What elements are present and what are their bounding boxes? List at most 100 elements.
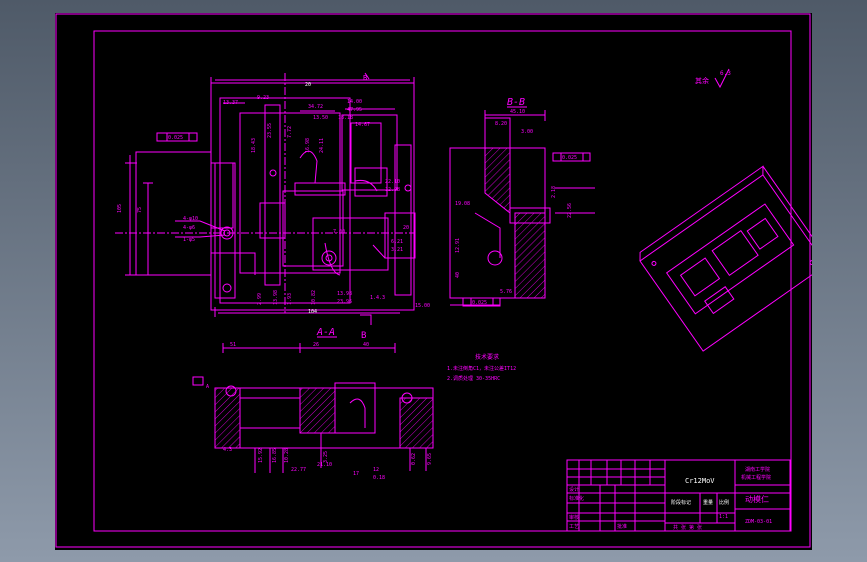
dim-label: 20 [403, 225, 409, 231]
title-process-label: 工艺 [569, 524, 579, 530]
dim-label: 8.20 [495, 121, 507, 127]
dim-label: 9.23 [257, 95, 269, 101]
dim-label: 23.55 [267, 123, 273, 138]
dim-label: 9.65 [427, 453, 433, 465]
svg-text:其余: 其余 [695, 76, 709, 85]
section-marker: B [363, 74, 367, 82]
dim-label: 104 [308, 309, 317, 315]
dim-label: 51 [230, 342, 236, 348]
callout-label: 4-φ10 [183, 216, 198, 222]
section-marker: B [361, 331, 366, 341]
tolerance-frame: 0.025 [552, 152, 591, 162]
dim-label: 2.99 [257, 293, 263, 305]
notes-line: 2.调质处理 30-35HRC [447, 375, 500, 382]
dim-label: 3.00 [521, 129, 533, 135]
title-department: 机械工程学院 [741, 474, 771, 481]
dim-label: 13.37 [223, 100, 238, 106]
dim-label: 1.93 [287, 293, 293, 305]
notes-title: 技术要求 [475, 353, 499, 361]
dim-label: 5.76 [500, 289, 512, 295]
dim-label: 24.11 [319, 138, 325, 153]
dim-label: 19.08 [455, 201, 470, 207]
title-designer-label: 设计 [569, 486, 579, 493]
notes-line: 1.未注倒角C1，未注公差IT12 [447, 365, 516, 372]
dim-label: 7.00 [333, 229, 345, 235]
isometric-view [639, 165, 827, 352]
dim-label: 16.98 [305, 138, 311, 153]
svg-text:0.025: 0.025 [168, 135, 183, 141]
dim-label: 105 [117, 204, 123, 213]
title-material: Cr12MoV [685, 477, 715, 485]
title-block: Cr12MoV 湖南工学院 机械工程学院 动模仁 ZDM-03-01 阶段标记 … [566, 459, 791, 532]
title-weight-label: 重量 [703, 499, 713, 506]
drawing-canvas: 20 13.37 9.23 34.72 14.00 47.95 13.50 18… [55, 13, 827, 548]
dim-label: 6.21 [391, 239, 403, 245]
dim-label: 23.96 [337, 299, 352, 305]
dim-label: 0.62 [411, 453, 417, 465]
title-sheet: 共 张 第 张 [673, 524, 702, 531]
title-scale: 1:1 [719, 514, 728, 520]
dim-label: 14.00 [347, 99, 362, 105]
dim-top-width: 20 [305, 82, 311, 88]
dim-label: 40 [363, 342, 369, 348]
section-bb-view: B-B 45.10 8.20 3.00 2.18 22.56 19.08 12.… [449, 97, 595, 306]
dim-label: 13.50 [313, 115, 328, 121]
tolerance-frame: 0.025 [156, 132, 198, 142]
dim-label: 3.25 [323, 451, 329, 463]
dim-label: 2.18 [551, 186, 557, 198]
title-drawing-number: ZDM-03-01 [745, 519, 772, 525]
dim-label: 16.85 [272, 448, 278, 463]
dim-label: 14.67 [355, 122, 370, 128]
tolerance-frame [192, 376, 204, 386]
title-scale-label: 比例 [719, 499, 729, 506]
dim-label: 13.98 [273, 290, 279, 305]
dim-label: 22.77 [291, 467, 306, 473]
title-school: 湖南工学院 [745, 466, 770, 473]
dim-label: 3.21 [391, 247, 403, 253]
title-standard-label: 标准化 [569, 495, 584, 502]
dim-label: 10.28 [284, 448, 290, 463]
dim-label: 12.91 [455, 238, 461, 253]
title-part-name: 动模仁 [745, 494, 769, 504]
dim-label: 40 [455, 272, 461, 278]
dim-label: 45.10 [510, 109, 525, 115]
callout-label: 4-φ6 [183, 225, 195, 231]
dim-label: 17 [353, 471, 359, 477]
dim-label: 15.92 [258, 448, 264, 463]
dim-label: 21.10 [317, 462, 332, 468]
svg-text:0.025: 0.025 [472, 300, 487, 306]
roughness-symbol: 其余 6.3 [695, 68, 731, 89]
cad-viewport[interactable]: 20 13.37 9.23 34.72 14.00 47.95 13.50 18… [55, 13, 827, 550]
technical-notes: 技术要求 1.未注倒角C1，未注公差IT12 2.调质处理 30-35HRC [447, 353, 516, 382]
section-aa-view: A-A 51 26 40 15.92 16.85 10.28 22.77 21.… [206, 327, 434, 481]
main-view: 20 13.37 9.23 34.72 14.00 47.95 13.50 18… [115, 72, 591, 386]
dim-label: 13.98 [337, 291, 352, 297]
dim-label: 34.72 [308, 104, 323, 110]
title-mark-label: 阶段标记 [671, 499, 691, 506]
dim-label: 22.10 [385, 179, 400, 185]
dim-label: 15.00 [415, 303, 430, 309]
dim-label: 1.4.3 [370, 295, 385, 301]
dim-label: 10.82 [311, 290, 317, 305]
dim-label: 7.72 [287, 126, 293, 138]
inner-border [93, 30, 792, 532]
dim-label: 18.43 [251, 138, 257, 153]
section-marker: A [206, 384, 209, 390]
view-label-bb: B-B [507, 97, 525, 108]
title-approver-label: 批准 [617, 523, 627, 530]
outer-border [55, 13, 811, 548]
callout-label: 1-φ5 [183, 237, 195, 243]
dim-label: 4.3 [223, 447, 232, 453]
view-label-aa: A-A [316, 327, 335, 338]
svg-text:0.025: 0.025 [562, 155, 577, 161]
svg-text:6.3: 6.3 [720, 70, 731, 77]
dim-label: 75 [137, 207, 143, 213]
dim-label: 26 [313, 342, 319, 348]
dim-label: 18.18 [338, 115, 353, 121]
title-checker-label: 审核 [569, 514, 579, 521]
dim-label: 12.98 [385, 187, 400, 193]
dim-label: 12 [373, 467, 379, 473]
dim-label: 0.18 [373, 475, 385, 481]
dim-label: 47.95 [347, 107, 362, 113]
dim-label: 22.56 [567, 203, 573, 218]
